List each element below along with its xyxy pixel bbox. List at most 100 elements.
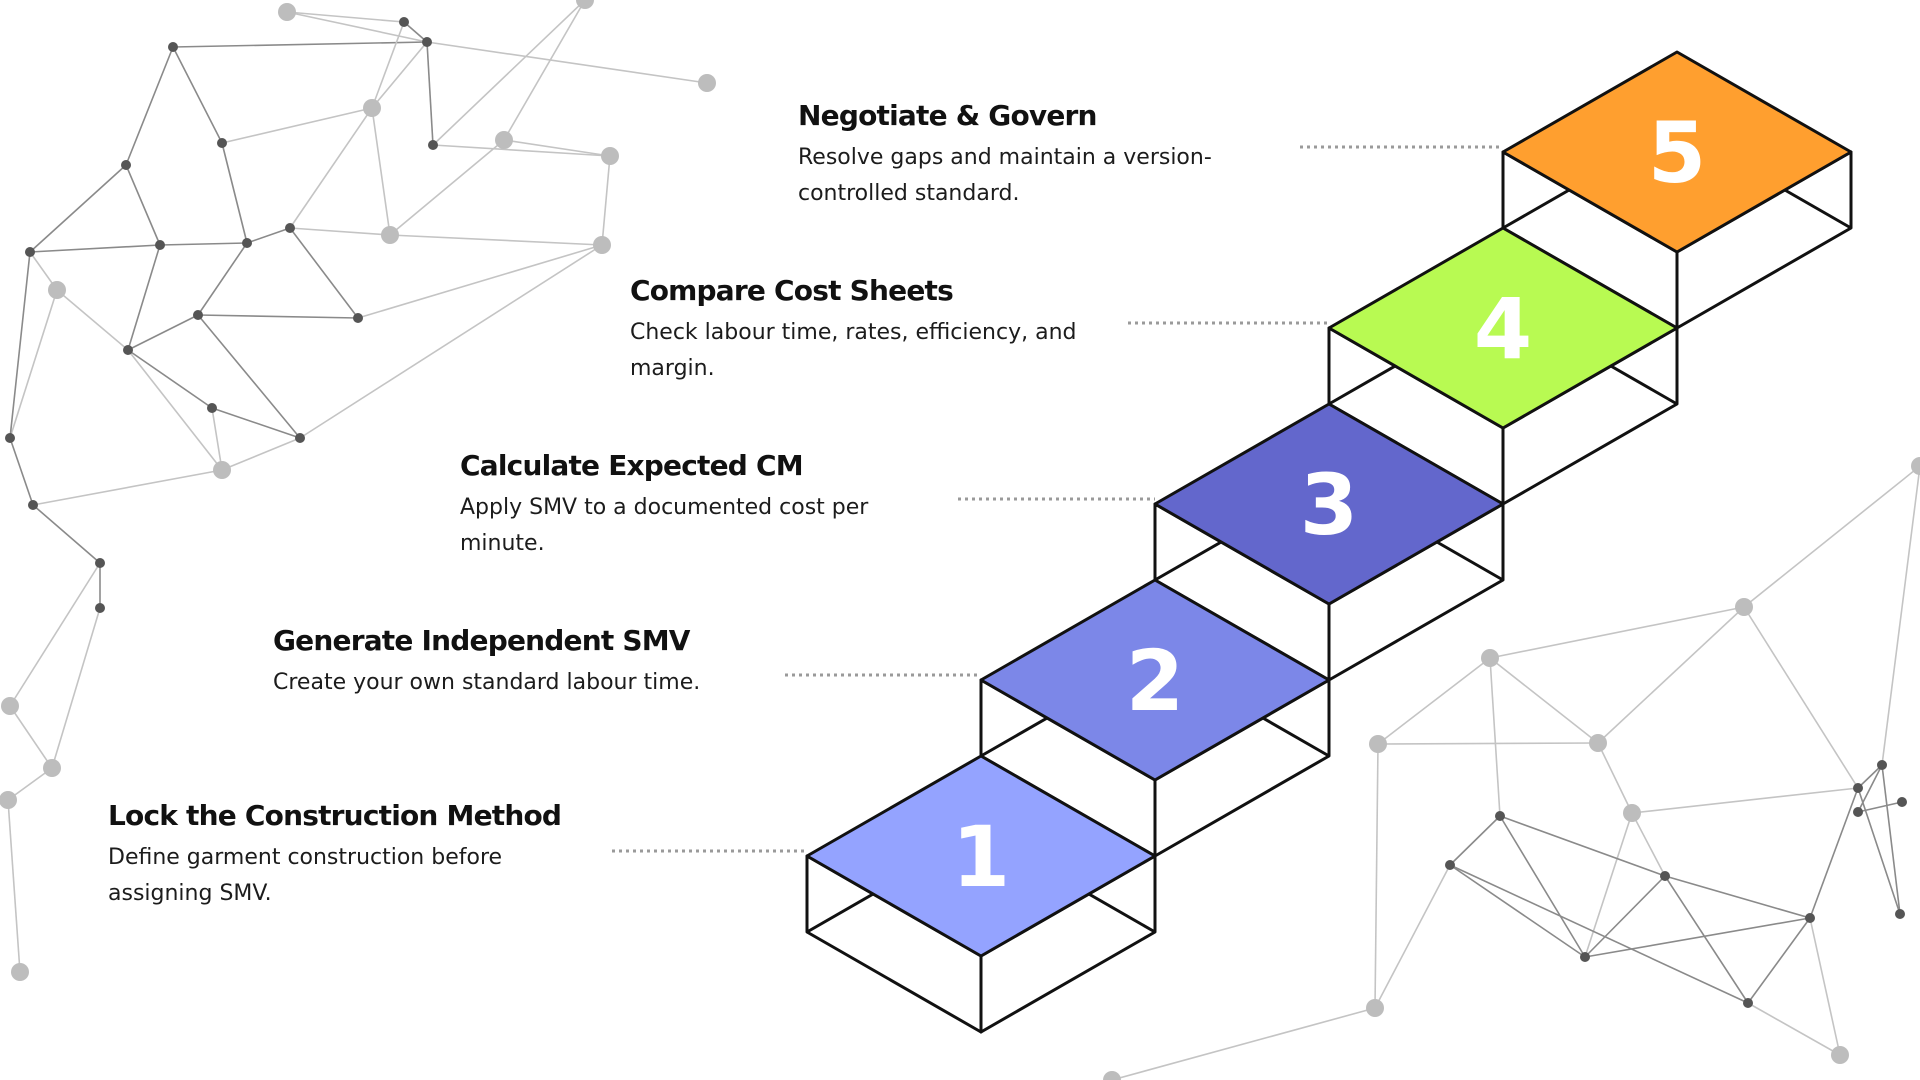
network-node bbox=[95, 603, 105, 613]
network-edge bbox=[1747, 1002, 1841, 1056]
connector-lines bbox=[612, 145, 1503, 853]
step-5-description: Resolve gaps and maintain a version-cont… bbox=[798, 145, 1212, 206]
network-node bbox=[1831, 1046, 1849, 1064]
network-node bbox=[11, 963, 29, 981]
network-edge bbox=[389, 139, 505, 236]
network-edge bbox=[197, 314, 301, 439]
network-node bbox=[1580, 952, 1590, 962]
network-edge bbox=[289, 227, 359, 319]
network-edge bbox=[125, 46, 174, 166]
step-4-title: Compare Cost Sheets bbox=[630, 274, 954, 307]
network-node bbox=[95, 558, 105, 568]
step-4-text: Compare Cost Sheets Check labour time, r… bbox=[630, 273, 1090, 387]
step-1-block: 1 bbox=[805, 754, 1157, 1034]
network-edge bbox=[197, 242, 248, 316]
step-2-title: Generate Independent SMV bbox=[273, 624, 690, 657]
network-edge bbox=[1377, 742, 1599, 745]
step-3-text: Calculate Expected CM Apply SMV to a doc… bbox=[460, 448, 920, 562]
step-2-top-face bbox=[979, 578, 1331, 782]
network-node bbox=[1911, 457, 1920, 475]
network-node bbox=[1623, 804, 1641, 822]
network-node bbox=[0, 791, 17, 809]
network-node bbox=[285, 223, 295, 233]
network-edge bbox=[1631, 812, 1666, 877]
network-node bbox=[399, 17, 409, 27]
network-node bbox=[213, 461, 231, 479]
step-1-number: 1 bbox=[952, 808, 1010, 906]
network-edge bbox=[1374, 864, 1451, 1009]
network-edge bbox=[1857, 801, 1903, 813]
network-node bbox=[576, 0, 594, 9]
network-edge bbox=[172, 41, 428, 48]
network-edge bbox=[246, 227, 291, 244]
network-node bbox=[1589, 734, 1607, 752]
network-edge bbox=[432, 144, 611, 157]
network-node bbox=[1877, 760, 1887, 770]
network-edge bbox=[1747, 917, 1811, 1004]
network-edge bbox=[1881, 764, 1901, 915]
network-node bbox=[242, 238, 252, 248]
network-edge bbox=[127, 244, 161, 351]
network-edge bbox=[357, 244, 603, 319]
step-1-text: Lock the Construction Method Define garm… bbox=[108, 798, 588, 912]
network-node bbox=[123, 345, 133, 355]
network-node bbox=[363, 99, 381, 117]
step-3-block: 3 bbox=[1153, 402, 1505, 682]
network-node bbox=[353, 313, 363, 323]
network-node bbox=[1853, 807, 1863, 817]
network-edge bbox=[601, 155, 611, 246]
network-node bbox=[48, 281, 66, 299]
step-5-title: Negotiate & Govern bbox=[798, 99, 1097, 132]
network-cluster-1 bbox=[0, 0, 716, 981]
network-edge bbox=[1584, 917, 1811, 958]
network-edge bbox=[1743, 606, 1859, 789]
network-edge bbox=[221, 107, 373, 144]
network-edge bbox=[211, 407, 223, 471]
network-edge bbox=[127, 314, 199, 351]
network-node bbox=[1445, 860, 1455, 870]
network-edge bbox=[9, 705, 53, 769]
network-edge bbox=[127, 349, 213, 409]
network-edge bbox=[1597, 606, 1745, 744]
network-node bbox=[217, 138, 227, 148]
network-edge bbox=[403, 21, 428, 43]
network-edge bbox=[127, 349, 223, 471]
network-edge bbox=[29, 164, 127, 253]
network-edge bbox=[7, 799, 21, 973]
step-2-description: Create your own standard labour time. bbox=[273, 670, 701, 695]
network-edge bbox=[1631, 787, 1859, 814]
network-edge bbox=[426, 41, 708, 84]
network-edge bbox=[29, 244, 161, 253]
network-node bbox=[1495, 811, 1505, 821]
network-node bbox=[1660, 871, 1670, 881]
step-1-top-face bbox=[805, 754, 1157, 958]
network-node bbox=[1805, 913, 1815, 923]
network-edge bbox=[9, 562, 101, 707]
step-3-description: Apply SMV to a documented cost per minut… bbox=[460, 495, 869, 556]
network-edge bbox=[7, 767, 53, 801]
network-node bbox=[1, 697, 19, 715]
network-edge bbox=[32, 504, 101, 564]
step-4-number: 4 bbox=[1474, 280, 1532, 378]
step-2-block: 2 bbox=[979, 578, 1331, 858]
network-node bbox=[1895, 909, 1905, 919]
step-3-number: 3 bbox=[1300, 456, 1358, 554]
network-cluster-2 bbox=[1103, 457, 1920, 1080]
network-edge bbox=[1377, 657, 1491, 745]
network-edge bbox=[1809, 787, 1859, 919]
network-node bbox=[28, 500, 38, 510]
network-edge bbox=[51, 607, 101, 769]
network-edge bbox=[1111, 1007, 1376, 1080]
network-edge bbox=[1449, 815, 1501, 866]
network-edge bbox=[1374, 743, 1379, 1009]
step-2-text: Generate Independent SMV Create your own… bbox=[273, 623, 718, 701]
network-edge bbox=[197, 314, 359, 319]
network-edge bbox=[1449, 864, 1749, 1004]
network-edge bbox=[1743, 465, 1920, 608]
network-edge bbox=[1584, 875, 1666, 958]
network-node bbox=[428, 140, 438, 150]
network-node bbox=[495, 131, 513, 149]
network-edge bbox=[9, 437, 34, 506]
network-node bbox=[1735, 598, 1753, 616]
